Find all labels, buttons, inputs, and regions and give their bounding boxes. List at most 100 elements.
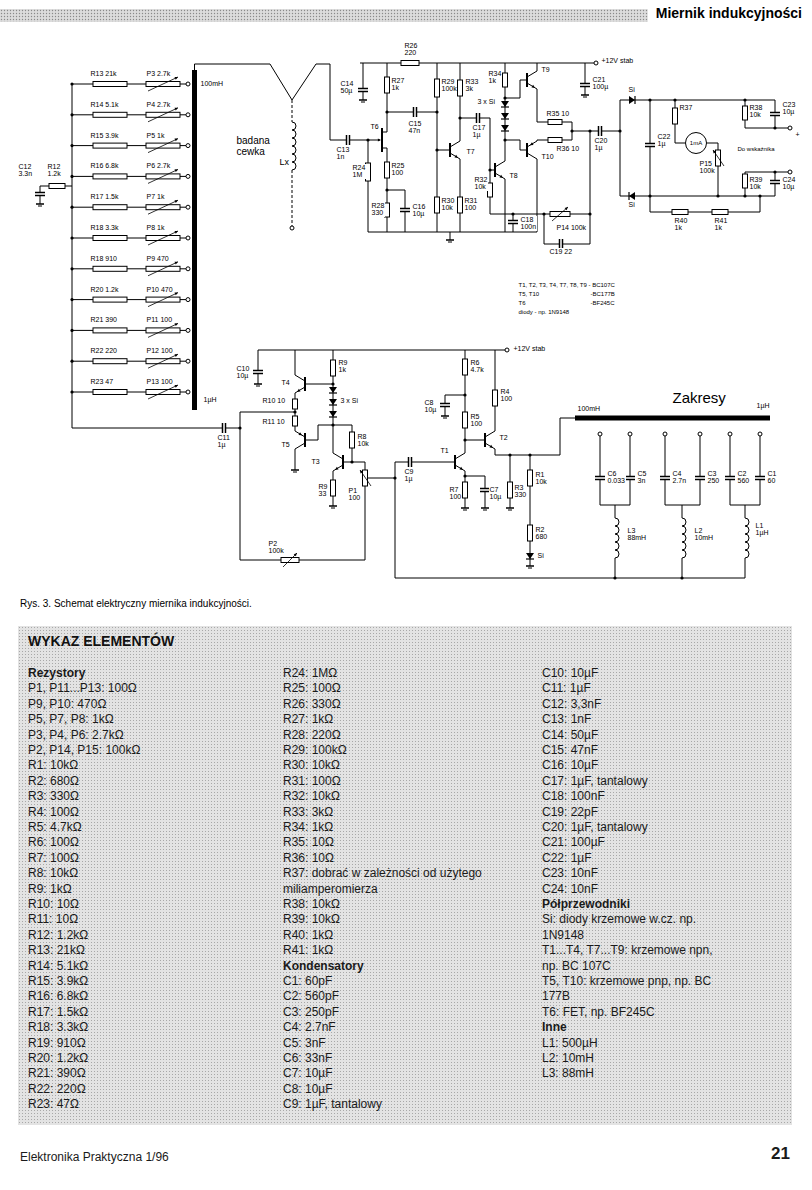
wire <box>180 145 186 146</box>
component-label: T1, T2, T3, T4, T7, T8, T9 - BC107C <box>518 282 615 288</box>
wire <box>72 299 93 300</box>
label-anchor: R5 100 <box>470 413 483 428</box>
arrow-head <box>360 470 363 473</box>
diode-symbol <box>501 113 509 119</box>
parts-list-entry: C1: 60pF <box>283 974 488 989</box>
component-label: T2 <box>499 434 508 441</box>
component-label: T5 <box>281 441 290 448</box>
resistor-symbol <box>488 183 493 197</box>
coil-symbol <box>682 518 686 558</box>
resistor-symbol <box>366 163 371 181</box>
parts-list-entry: R22: 220Ω <box>28 1082 268 1097</box>
wire <box>445 395 465 404</box>
label-anchor: P5 1k <box>146 132 165 139</box>
label-anchor: R9 1k <box>338 359 348 374</box>
wire <box>72 238 93 239</box>
resistor-symbol <box>463 412 468 428</box>
component-label: R34 1k <box>488 70 502 85</box>
label-anchor: C23: 10nF <box>542 866 720 881</box>
diode-symbol <box>501 130 509 131</box>
resistor-symbol <box>672 210 688 215</box>
label-anchor: 21 <box>771 1146 790 1161</box>
transistor-symbol <box>495 161 505 167</box>
pot-arrow <box>148 77 178 91</box>
parts-list-entry: R31: 100Ω <box>283 774 488 789</box>
wire <box>180 361 186 362</box>
label-anchor: C21: 100µF <box>542 835 720 850</box>
capacitor-plate <box>346 135 348 145</box>
label-anchor: R16 6.8k <box>90 162 119 169</box>
label-anchor: Kondensatory <box>283 959 488 974</box>
range-switch-bar <box>575 416 770 421</box>
label-anchor: C20 1µ <box>594 137 608 152</box>
parts-list-entry: P3, P4, P6: 2.7kΩ <box>28 728 268 743</box>
wire <box>368 232 537 233</box>
parts-list-entry: R39: 10kΩ <box>283 912 488 927</box>
wire <box>368 140 369 163</box>
capacitor-plate <box>440 403 450 405</box>
parts-list-entry: R40: 1kΩ <box>283 928 488 943</box>
component-label: R9 33 <box>318 483 328 498</box>
ground-symbol <box>293 472 297 473</box>
coil-symbol <box>292 122 296 170</box>
label-anchor: P11 100 <box>146 316 173 323</box>
terminal <box>186 359 190 363</box>
pot-arrow <box>148 323 178 337</box>
wire <box>760 436 761 477</box>
component-label: P6 2.7k <box>146 162 171 169</box>
wire <box>437 63 438 79</box>
resistor-symbol <box>93 236 127 241</box>
arrow-head <box>335 467 338 470</box>
component-label: +12V stab <box>513 345 546 352</box>
ground-symbol <box>331 508 335 509</box>
component-label: C4 2.7n <box>672 470 687 485</box>
transistor-symbol <box>485 443 495 449</box>
label-anchor: R32: 10kΩ <box>283 789 488 804</box>
pot-arrow <box>148 169 178 183</box>
wire <box>40 186 49 187</box>
label-anchor: T2 <box>499 434 508 441</box>
wire <box>180 299 186 300</box>
component-label: T7 <box>466 148 475 155</box>
label-anchor: C2 560 <box>737 470 750 485</box>
arrow-head <box>175 262 179 265</box>
component-label: C22 1µ <box>657 133 671 148</box>
parts-list-entry: R16: 6.8kΩ <box>28 989 268 1004</box>
label-anchor: C15: 47nF <box>542 743 720 758</box>
label-anchor: C5: 3nF <box>283 1036 488 1051</box>
diode-symbol <box>629 192 635 200</box>
pot-arrow <box>148 385 178 399</box>
wire <box>72 268 93 269</box>
label-anchor: Si: diody krzemowe w.cz. np. 1N9148 <box>542 912 720 943</box>
component-label: R14 5.1k <box>90 101 119 108</box>
parts-list-entry: R41: 1kΩ <box>283 943 488 958</box>
wire <box>316 64 347 140</box>
label-anchor: L1: 500µH <box>542 1036 720 1051</box>
diode-symbol <box>329 416 337 417</box>
parts-list-entry: R2: 680Ω <box>28 774 268 789</box>
label-anchor: C22 1µ <box>657 133 671 148</box>
component-label: T6 <box>518 300 526 306</box>
terminal <box>186 298 190 302</box>
wire <box>360 63 401 64</box>
coil-symbol <box>745 518 749 558</box>
arrow-head <box>175 385 179 388</box>
arrow-head <box>294 553 297 556</box>
resistor-symbol <box>743 106 748 120</box>
wire <box>465 440 485 441</box>
label-anchor: T1...T4, T7...T9: krzemowe npn, np. BC 1… <box>542 943 720 974</box>
capacitor-plate <box>35 192 45 194</box>
label-anchor: R20 1.2k <box>90 286 119 293</box>
component-label: P1 100 <box>348 487 361 502</box>
label-anchor: C20: 1µF, tantalowy <box>542 820 720 835</box>
component-label: L2 10mH <box>694 527 714 542</box>
wire <box>688 212 712 213</box>
diode-symbol <box>634 96 635 104</box>
label-anchor: R23: 47Ω <box>28 1097 268 1112</box>
parts-list-entry: R18: 3.3kΩ <box>28 1020 268 1035</box>
label-anchor: R3: 330Ω <box>28 789 268 804</box>
capacitor-plate <box>358 88 368 90</box>
parts-list-entry: R29: 100kΩ <box>283 743 488 758</box>
terminal <box>788 170 792 174</box>
label-anchor: R26: 330Ω <box>283 697 488 712</box>
